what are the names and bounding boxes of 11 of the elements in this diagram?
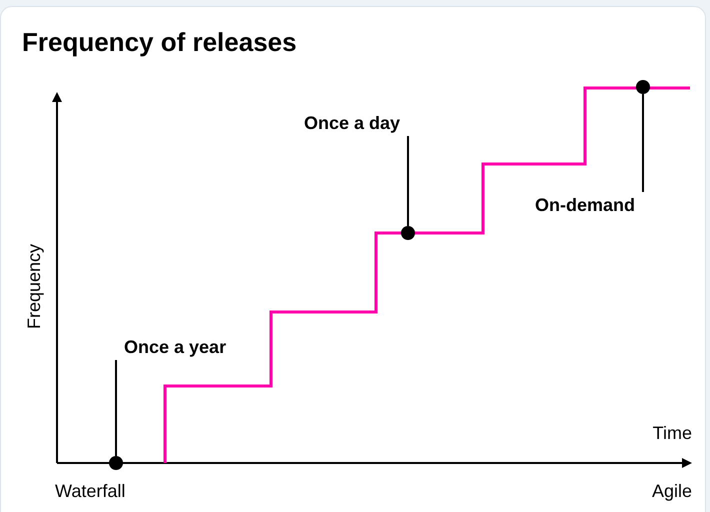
axis-label: Time (652, 422, 692, 444)
callout-label: Once a day (304, 112, 400, 135)
leader-line (407, 136, 409, 226)
leader-line (115, 360, 117, 456)
chart-title: Frequency of releases (22, 26, 297, 58)
axis-label: Agile (652, 480, 692, 503)
callout-label: On-demand (534, 194, 635, 216)
axis-label: Waterfall (55, 480, 126, 502)
leader-line (642, 94, 644, 192)
callout-label: Once a year (124, 336, 226, 359)
axis-label: Frequency (24, 243, 46, 329)
